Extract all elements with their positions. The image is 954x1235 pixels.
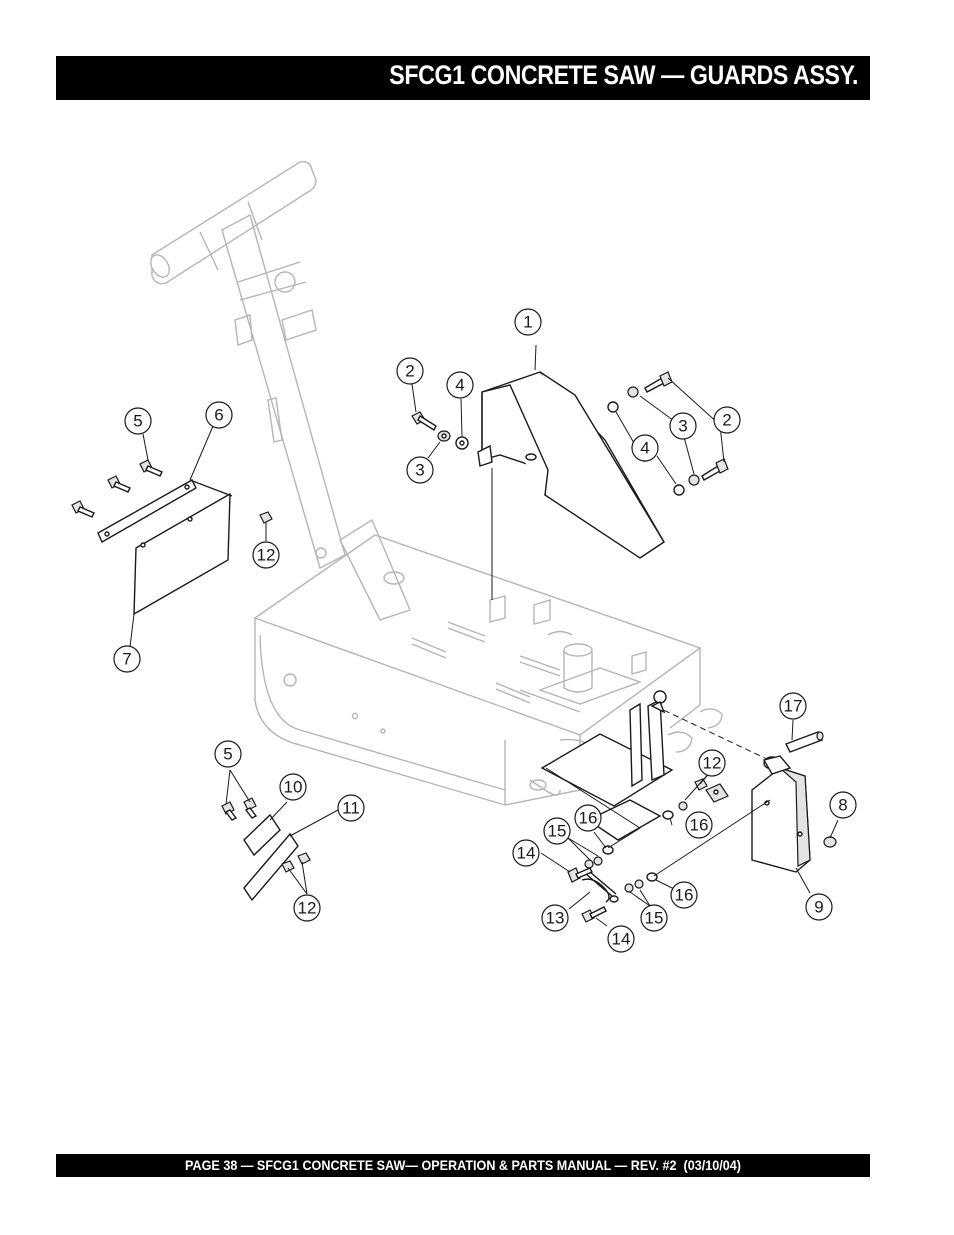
callout-2a: 2: [396, 357, 424, 385]
svg-text:6: 6: [214, 406, 223, 425]
svg-text:8: 8: [838, 796, 847, 815]
leader-lines: [129, 377, 839, 927]
callout-3b: 3: [669, 412, 697, 440]
callout-12b: 12: [293, 894, 321, 922]
rear-guard-plate: [71, 459, 273, 616]
callout-14a: 14: [512, 839, 540, 867]
front-guard-part-9: [751, 731, 837, 873]
callout-4a: 4: [446, 371, 474, 399]
svg-text:16: 16: [579, 809, 598, 828]
title-bar: SFCG1 CONCRETE SAW — GUARDS ASSY.: [56, 56, 870, 100]
svg-text:13: 13: [546, 909, 565, 928]
lower-hardware: [567, 778, 708, 923]
callout-9: 9: [805, 893, 833, 921]
svg-text:12: 12: [257, 546, 276, 565]
svg-text:15: 15: [645, 909, 664, 928]
svg-text:14: 14: [517, 844, 536, 863]
svg-text:9: 9: [814, 898, 823, 917]
guard-left-hardware: [411, 411, 469, 450]
callout-15a: 15: [543, 817, 571, 845]
footer-text: PAGE 38 — SFCG1 CONCRETE SAW— OPERATION …: [185, 1157, 741, 1173]
svg-text:11: 11: [342, 799, 360, 818]
svg-text:16: 16: [675, 886, 694, 905]
svg-text:17: 17: [784, 697, 803, 716]
svg-text:14: 14: [612, 930, 631, 949]
svg-text:5: 5: [133, 412, 142, 431]
svg-text:3: 3: [415, 461, 424, 480]
callout-4b: 4: [631, 434, 659, 462]
callout-13: 13: [541, 904, 569, 932]
saw-frame: [150, 160, 723, 806]
callout-16b: 16: [685, 811, 713, 839]
guard-right-hardware: [607, 371, 729, 496]
callout-1: 1: [514, 308, 542, 336]
belt-guard-part-1: [477, 344, 665, 600]
callout-11: 11: [337, 794, 365, 822]
callout-10: 10: [279, 773, 307, 801]
callout-12a: 12: [252, 541, 280, 569]
callout-2b: 2: [713, 406, 741, 434]
svg-text:1: 1: [523, 313, 532, 332]
svg-text:3: 3: [678, 417, 687, 436]
callout-8: 8: [829, 791, 857, 819]
callout-12c: 12: [698, 749, 726, 777]
callout-16c: 16: [670, 881, 698, 909]
svg-text:12: 12: [703, 754, 722, 773]
svg-text:2: 2: [405, 362, 414, 381]
callout-17: 17: [779, 692, 807, 720]
page-title: SFCG1 CONCRETE SAW — GUARDS ASSY.: [389, 60, 858, 90]
callout-15b: 15: [640, 904, 668, 932]
callout-5a: 5: [124, 407, 152, 435]
svg-text:2: 2: [722, 411, 731, 430]
callout-16a: 16: [574, 804, 602, 832]
callout-6: 6: [205, 401, 233, 429]
svg-text:5: 5: [223, 745, 232, 764]
callout-3a: 3: [406, 456, 434, 484]
callout-14b: 14: [607, 925, 635, 953]
lower-left-brackets: [221, 797, 311, 902]
svg-text:12: 12: [298, 899, 317, 918]
blade-guard-front: [540, 690, 791, 841]
footer-bar: PAGE 38 — SFCG1 CONCRETE SAW— OPERATION …: [56, 1154, 870, 1177]
svg-text:4: 4: [640, 439, 649, 458]
svg-text:4: 4: [455, 376, 464, 395]
svg-text:16: 16: [690, 816, 709, 835]
svg-text:15: 15: [548, 822, 567, 841]
svg-text:7: 7: [122, 650, 131, 669]
callout-7: 7: [113, 645, 141, 673]
callout-5b: 5: [214, 740, 242, 768]
svg-text:10: 10: [284, 778, 303, 797]
